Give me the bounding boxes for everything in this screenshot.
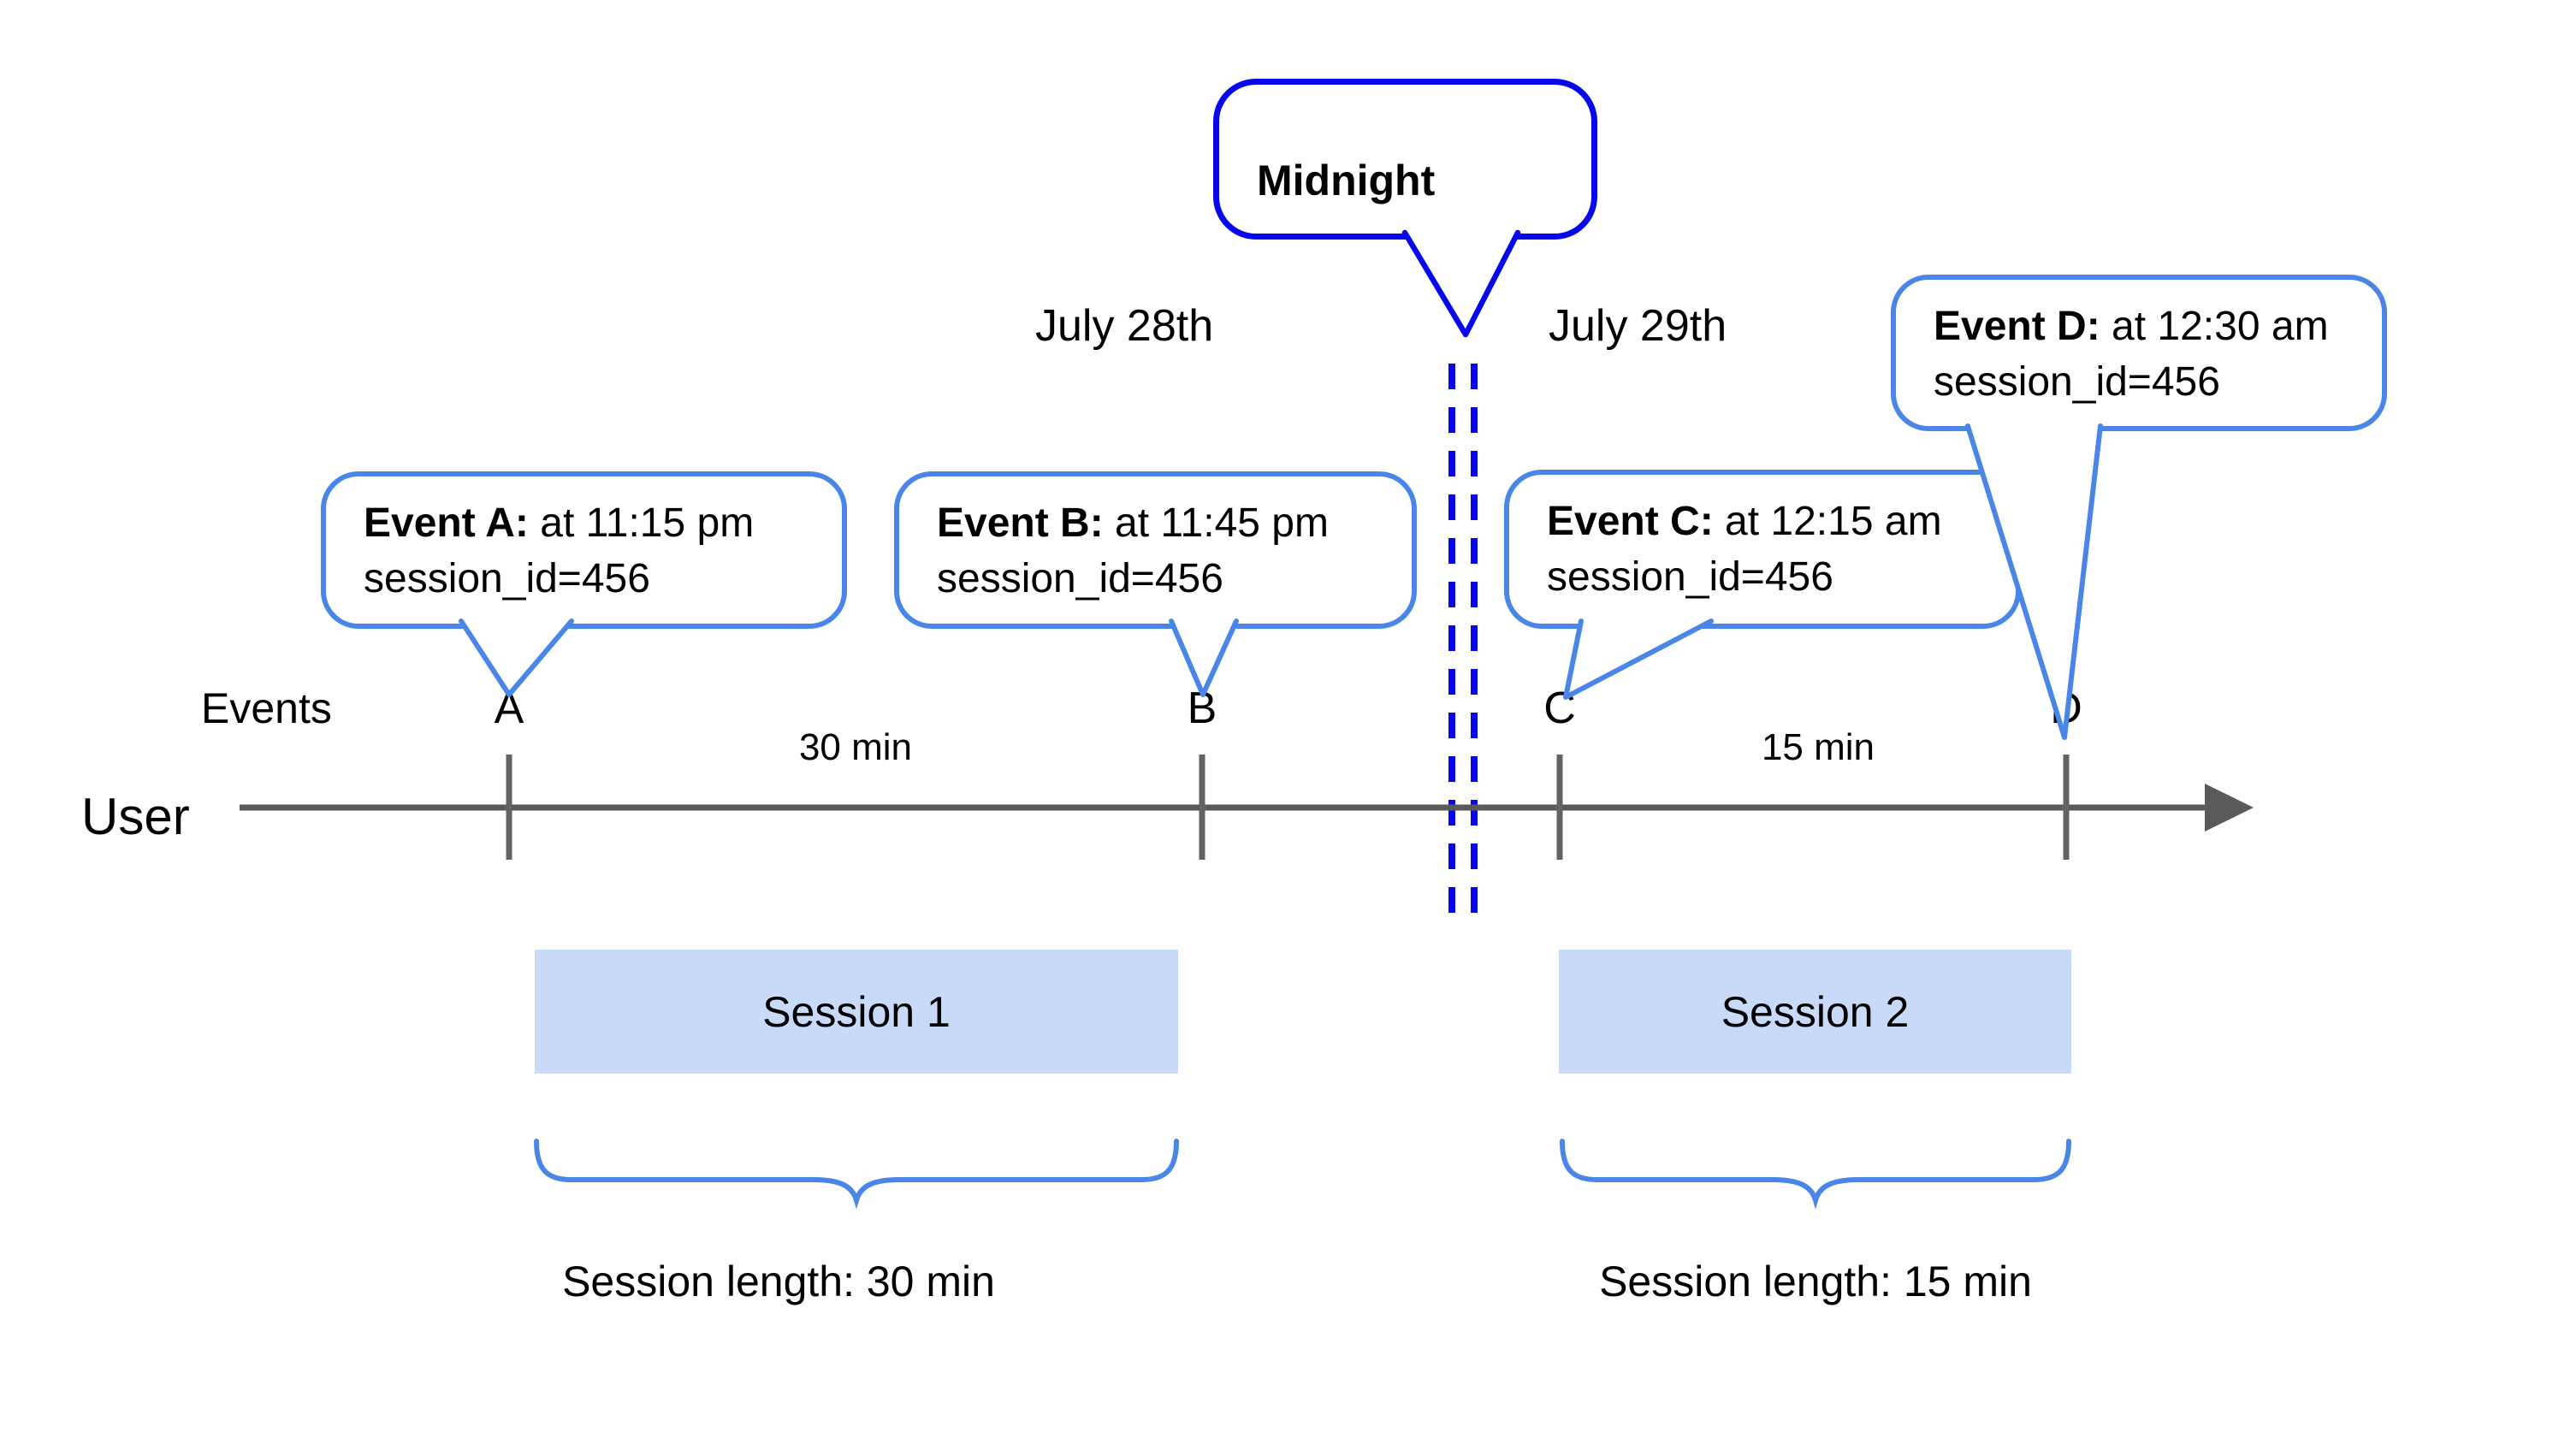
- user-row-label: User: [81, 788, 190, 845]
- event-c-line1: Event C: at 12:15 am: [1547, 494, 2016, 549]
- event-b-time: at 11:45 pm: [1115, 500, 1329, 546]
- event-d-line1: Event D: at 12:30 am: [1934, 299, 2382, 354]
- event-d-session-id: session_id=456: [1934, 359, 2220, 405]
- tick-letter-d: D: [2050, 684, 2082, 733]
- event-c-time: at 12:15 am: [1725, 499, 1942, 544]
- session-1-length-label: Session length: 30 min: [562, 1258, 995, 1305]
- tick-letter-c: C: [1543, 684, 1576, 733]
- tick-letter-b: B: [1187, 684, 1217, 733]
- tick-letter-a: A: [494, 684, 524, 733]
- midnight-callout-tail: [1401, 229, 1521, 338]
- event-c-callout-tail: [1563, 619, 1714, 700]
- event-a-line1: Event A: at 11:15 pm: [364, 495, 842, 551]
- event-a-title: Event A:: [364, 500, 529, 546]
- session-1-brace: [534, 1139, 1179, 1210]
- event-b-session-id: session_id=456: [937, 556, 1223, 601]
- interval-label-15min: 15 min: [1761, 726, 1875, 768]
- events-row-label: Events: [201, 684, 332, 732]
- event-c-callout: Event C: at 12:15 am session_id=456: [1504, 470, 2021, 629]
- session-2-brace: [1560, 1139, 2071, 1210]
- midnight-callout: Midnight: [1213, 79, 1597, 240]
- event-b-callout: Event B: at 11:45 pm session_id=456: [894, 471, 1417, 629]
- event-a-callout: Event A: at 11:15 pm session_id=456: [321, 471, 847, 629]
- interval-label-30min: 30 min: [798, 726, 913, 768]
- session-1-label: Session 1: [762, 987, 951, 1036]
- midnight-label: Midnight: [1257, 157, 1436, 204]
- timeline-arrowhead-icon: [2205, 784, 2254, 832]
- date-label-july-29: July 29th: [1549, 301, 1727, 351]
- event-d-title: Event D:: [1934, 304, 2100, 349]
- event-d-callout: Event D: at 12:30 am session_id=456: [1891, 275, 2387, 431]
- session-2-length-label: Session length: 15 min: [1599, 1258, 2032, 1305]
- event-d-time: at 12:30 am: [2112, 304, 2329, 349]
- date-label-july-28: July 28th: [1035, 301, 1214, 351]
- event-b-title: Event B:: [937, 500, 1104, 546]
- session-1-box: Session 1: [535, 950, 1178, 1074]
- event-a-time: at 11:15 pm: [540, 500, 755, 546]
- event-c-session-id: session_id=456: [1547, 554, 1833, 600]
- event-c-title: Event C:: [1547, 499, 1714, 544]
- session-2-label: Session 2: [1721, 987, 1910, 1036]
- event-b-line1: Event B: at 11:45 pm: [937, 495, 1412, 551]
- session-2-box: Session 2: [1559, 950, 2071, 1074]
- event-a-session-id: session_id=456: [364, 556, 650, 601]
